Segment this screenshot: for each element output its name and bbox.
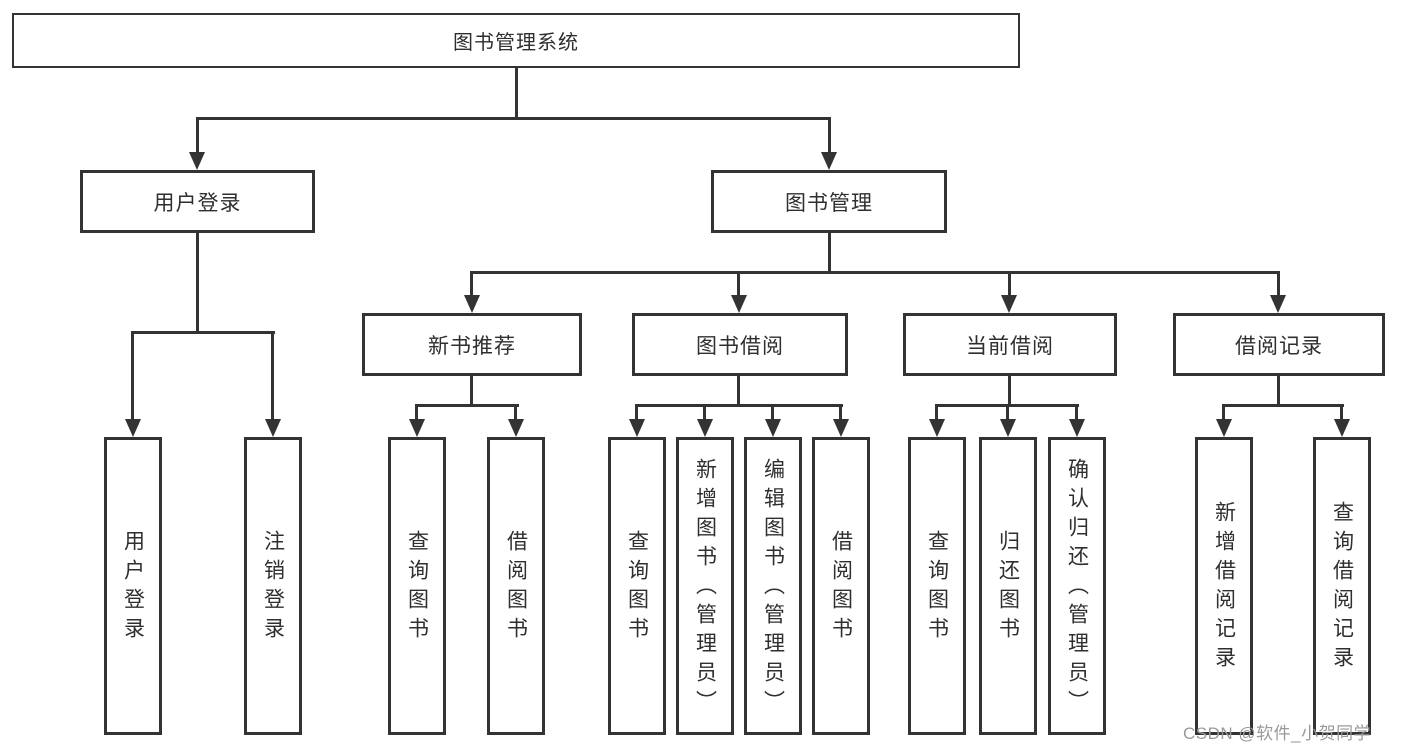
leaf-current-confirm-return-admin: 确认归还（管理员） [1048, 437, 1106, 735]
connector-line [196, 117, 831, 120]
connector-line [1008, 376, 1011, 406]
node-book-management: 图书管理 [711, 170, 947, 233]
arrow-down-icon [765, 419, 781, 437]
arrow-down-icon [821, 152, 837, 170]
arrow-down-icon [464, 295, 480, 313]
connector-line [131, 331, 275, 334]
arrow-down-icon [833, 419, 849, 437]
connector-line [737, 376, 740, 406]
node-root-library-system: 图书管理系统 [12, 13, 1020, 68]
leaf-borrow-borrow-book: 借阅图书 [812, 437, 870, 735]
connector-line [703, 404, 706, 421]
connector-line [1008, 271, 1011, 295]
arrow-down-icon [265, 419, 281, 437]
leaf-borrow-edit-book-admin: 编辑图书（管理员） [744, 437, 802, 735]
arrow-down-icon [1000, 419, 1016, 437]
node-user-login: 用户登录 [80, 170, 315, 233]
leaf-recommend-borrow-book: 借阅图书 [487, 437, 545, 735]
connector-line [771, 404, 774, 421]
node-borrowing-records: 借阅记录 [1173, 313, 1385, 376]
connector-line [196, 117, 199, 154]
connector-line [839, 404, 842, 421]
connector-line [1277, 376, 1280, 406]
csdn-watermark: CSDN @软件_小贺同学 [1183, 724, 1372, 743]
arrow-down-icon [929, 419, 945, 437]
arrow-down-icon [731, 295, 747, 313]
leaf-user-login: 用户登录 [104, 437, 162, 735]
connector-line [635, 404, 638, 421]
connector-line [828, 117, 831, 154]
leaf-records-query-record: 查询借阅记录 [1313, 437, 1371, 735]
arrow-down-icon [697, 419, 713, 437]
arrow-down-icon [409, 419, 425, 437]
connector-line [271, 331, 274, 419]
node-book-borrowing: 图书借阅 [632, 313, 848, 376]
connector-line [1222, 404, 1225, 421]
leaf-records-add-record: 新增借阅记录 [1195, 437, 1253, 735]
connector-line [470, 271, 473, 295]
connector-line [131, 331, 134, 419]
connector-line [935, 404, 938, 421]
connector-line [415, 404, 519, 407]
connector-line [514, 404, 517, 421]
arrow-down-icon [508, 419, 524, 437]
connector-line [1006, 404, 1009, 421]
connector-line [828, 233, 831, 273]
leaf-borrow-add-book-admin: 新增图书（管理员） [676, 437, 734, 735]
leaf-current-query-book: 查询图书 [908, 437, 966, 735]
leaf-logout: 注销登录 [244, 437, 302, 735]
arrow-down-icon [1216, 419, 1232, 437]
connector-line [1340, 404, 1343, 421]
connector-line [196, 233, 199, 333]
leaf-current-return-book: 归还图书 [979, 437, 1037, 735]
connector-line [470, 376, 473, 406]
node-new-book-recommend: 新书推荐 [362, 313, 582, 376]
connector-line [1075, 404, 1078, 421]
connector-line [1277, 271, 1280, 295]
leaf-borrow-query-book: 查询图书 [608, 437, 666, 735]
arrow-down-icon [629, 419, 645, 437]
connector-line [1222, 404, 1344, 407]
arrow-down-icon [1270, 295, 1286, 313]
arrow-down-icon [1069, 419, 1085, 437]
connector-line [470, 271, 1280, 274]
leaf-recommend-query-book: 查询图书 [388, 437, 446, 735]
connector-line [515, 68, 518, 119]
arrow-down-icon [1001, 295, 1017, 313]
arrow-down-icon [125, 419, 141, 437]
connector-line [737, 271, 740, 295]
connector-line [635, 404, 843, 407]
node-current-borrowing: 当前借阅 [903, 313, 1117, 376]
connector-line [415, 404, 418, 421]
arrow-down-icon [1334, 419, 1350, 437]
arrow-down-icon [189, 152, 205, 170]
